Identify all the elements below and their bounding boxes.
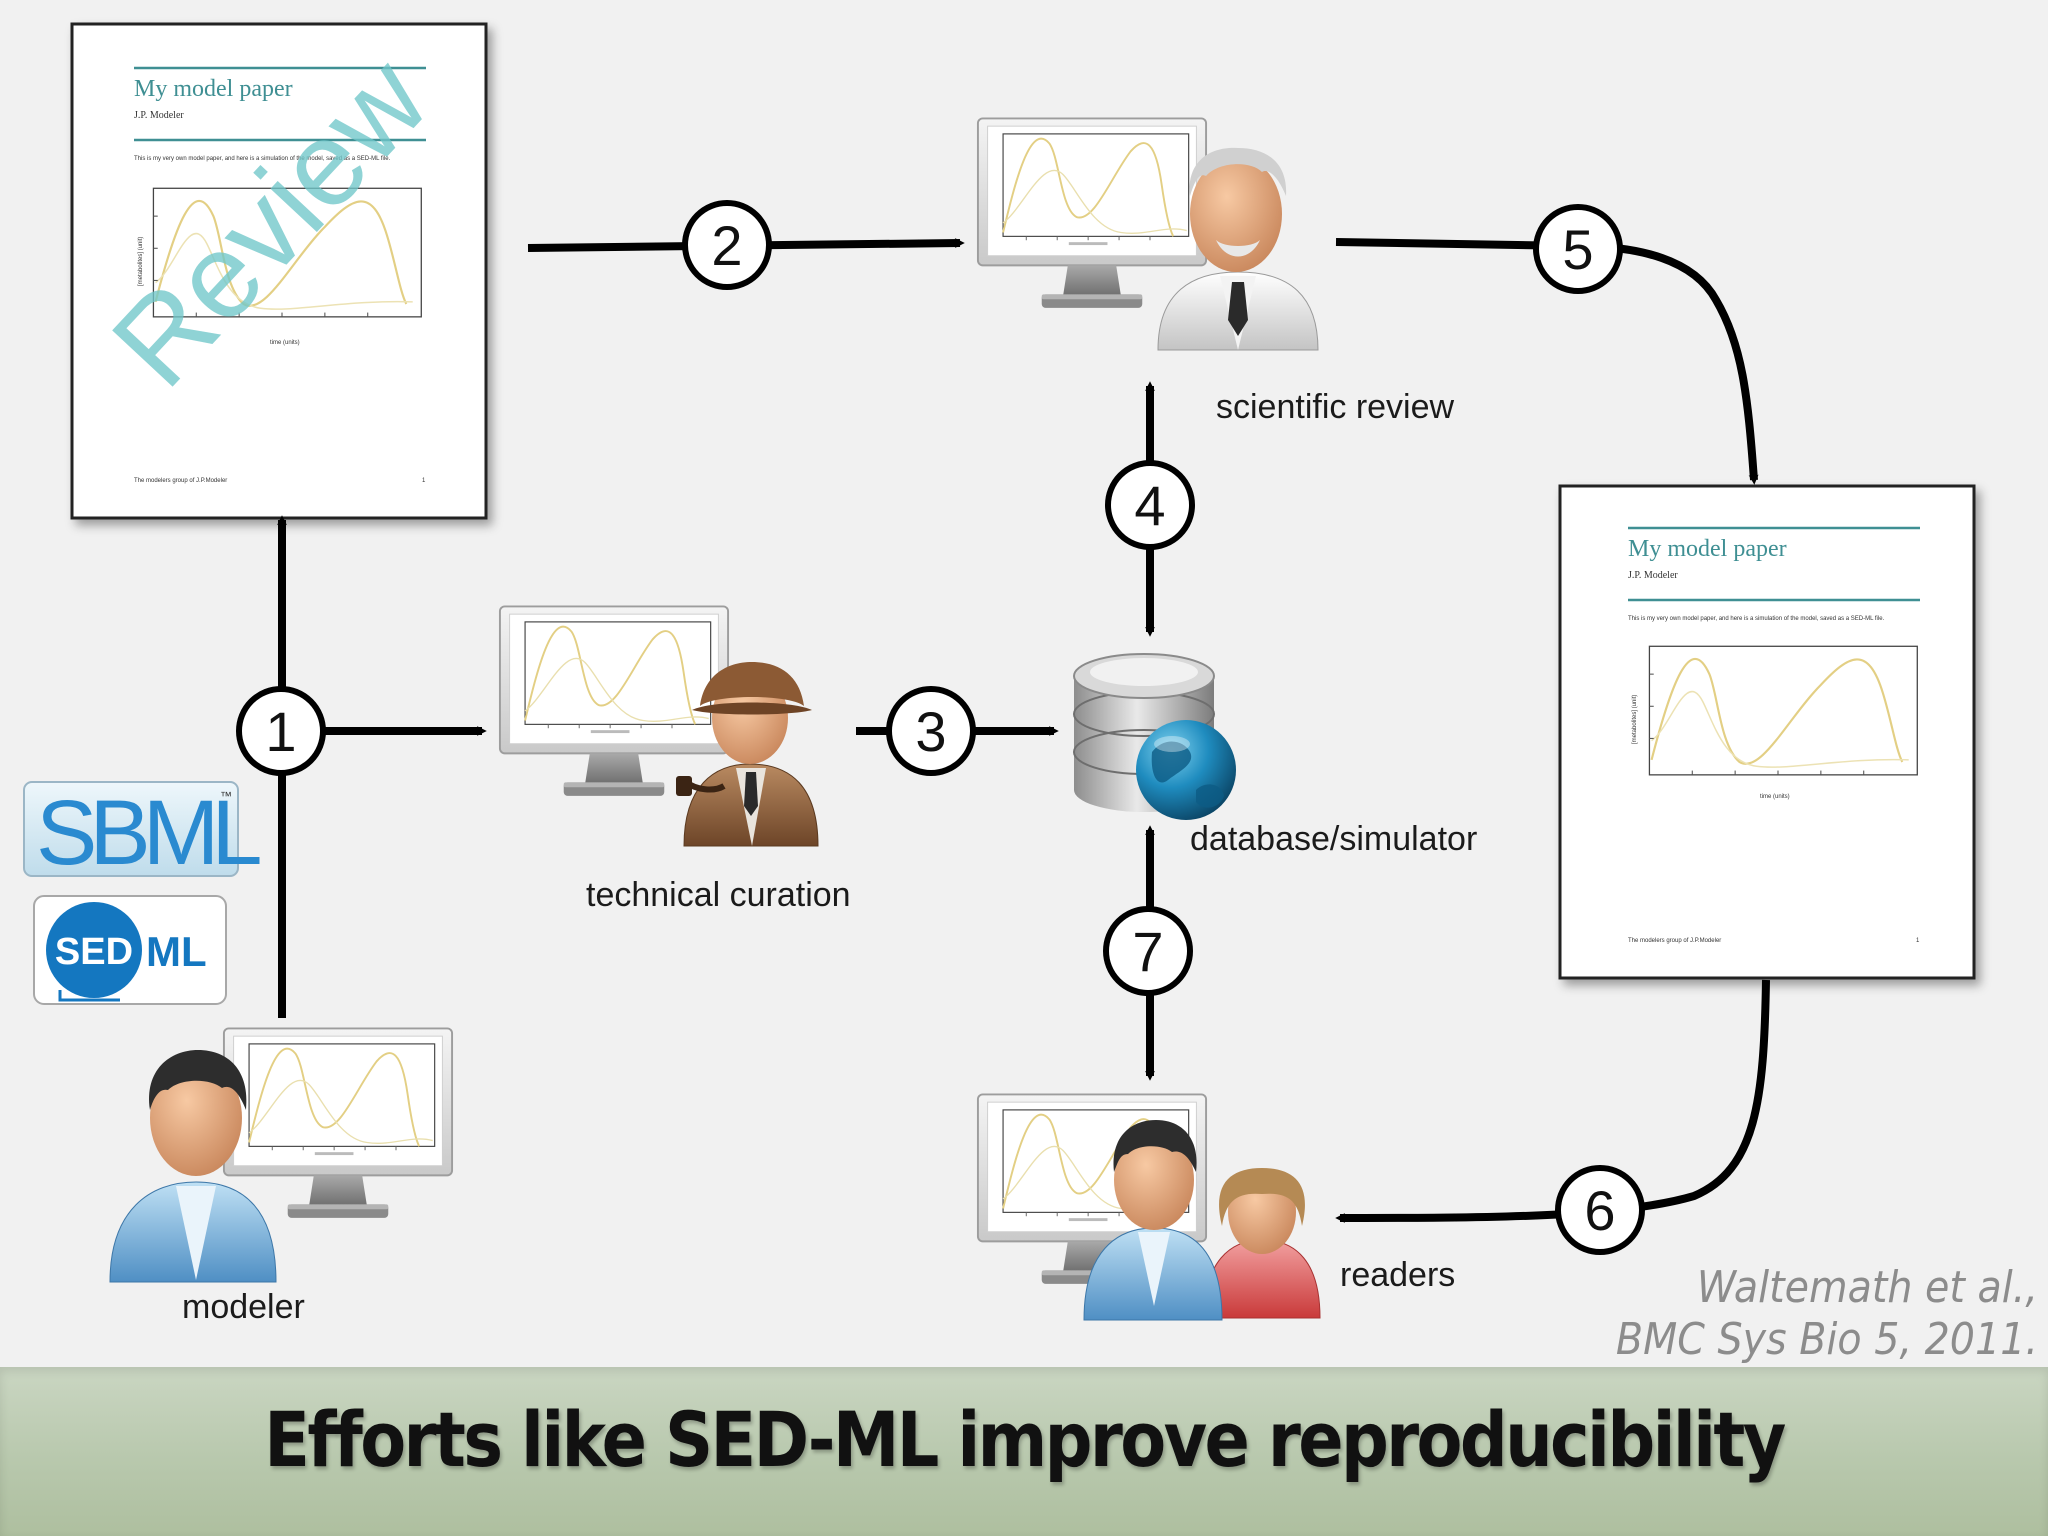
sedml-logo-sed: SED xyxy=(55,931,133,973)
step-3: 3 xyxy=(886,686,976,776)
globe-icon xyxy=(1136,720,1236,820)
step-2: 2 xyxy=(682,200,772,290)
footer-band xyxy=(0,1367,2048,1536)
paper-right-xlabel: time (units) xyxy=(1760,794,1790,800)
citation: Waltemath et al., BMC Sys Bio 5, 2011. xyxy=(1616,1262,2038,1366)
sedml-logo-ml: ML xyxy=(146,928,207,975)
paper-left-author: J.P. Modeler xyxy=(134,110,184,121)
paper-right-title: My model paper xyxy=(1628,536,1787,562)
step-1: 1 xyxy=(236,686,326,776)
label-database-simulator: database/simulator xyxy=(1190,820,1477,858)
paper-right-footer: The modelers group of J.P.Modeler xyxy=(1628,938,1721,944)
modeler-icon xyxy=(109,1050,277,1283)
sbml-logo-tm: ™ xyxy=(220,789,232,803)
paper-left-page: 1 xyxy=(422,478,426,484)
scientist-icon xyxy=(1157,147,1319,351)
paper-right-abstract: This is my very own model paper, and her… xyxy=(1628,616,1885,622)
step-4-number: 4 xyxy=(1134,474,1165,537)
label-readers: readers xyxy=(1340,1256,1455,1294)
monitor-review xyxy=(976,117,1208,309)
label-scientific-review: scientific review xyxy=(1216,388,1455,426)
step-5: 5 xyxy=(1533,204,1623,294)
step-1-number: 1 xyxy=(265,700,296,763)
paper-right-ylabel: [metabolites] (unit) xyxy=(1632,695,1638,744)
step-5-number: 5 xyxy=(1562,218,1593,281)
step-6: 6 xyxy=(1555,1165,1645,1255)
sbml-logo: SBML ™ xyxy=(23,781,268,884)
arrow-6 xyxy=(1335,979,1770,1223)
step-7-number: 7 xyxy=(1132,920,1163,983)
label-technical-curation: technical curation xyxy=(586,876,851,914)
paper-left-footer: The modelers group of J.P.Modeler xyxy=(134,478,227,484)
paper-left-ylabel: [metabolites] (unit) xyxy=(138,237,144,286)
paper-left-abstract: This is my very own model paper, and her… xyxy=(134,156,391,162)
paper-left-xlabel: time (units) xyxy=(270,340,300,346)
step-4: 4 xyxy=(1105,460,1195,550)
paper-right-page: 1 xyxy=(1916,938,1920,944)
citation-line-2: BMC Sys Bio 5, 2011. xyxy=(1615,1314,2038,1365)
step-2-number: 2 xyxy=(711,214,742,277)
citation-line-1: Waltemath et al., xyxy=(1696,1262,2038,1313)
step-3-number: 3 xyxy=(915,700,946,763)
sedml-logo: SED ML xyxy=(33,895,227,1005)
step-6-number: 6 xyxy=(1584,1179,1615,1242)
sbml-logo-text: SBML xyxy=(36,782,260,884)
monitor-modeler xyxy=(222,1027,454,1219)
paper-left-title: My model paper xyxy=(134,76,293,102)
detective-icon xyxy=(676,662,819,847)
monitor-curation xyxy=(498,605,730,797)
label-modeler: modeler xyxy=(182,1288,305,1326)
step-7: 7 xyxy=(1103,906,1193,996)
readers-icon xyxy=(1083,1120,1321,1321)
paper-right-plot xyxy=(1648,645,1919,776)
slide-title: Efforts like SED-ML improve reproducibil… xyxy=(264,1395,1786,1484)
paper-right-content: My model paper J.P. Modeler This is my v… xyxy=(1628,526,1920,944)
paper-right-author: J.P. Modeler xyxy=(1628,570,1678,581)
